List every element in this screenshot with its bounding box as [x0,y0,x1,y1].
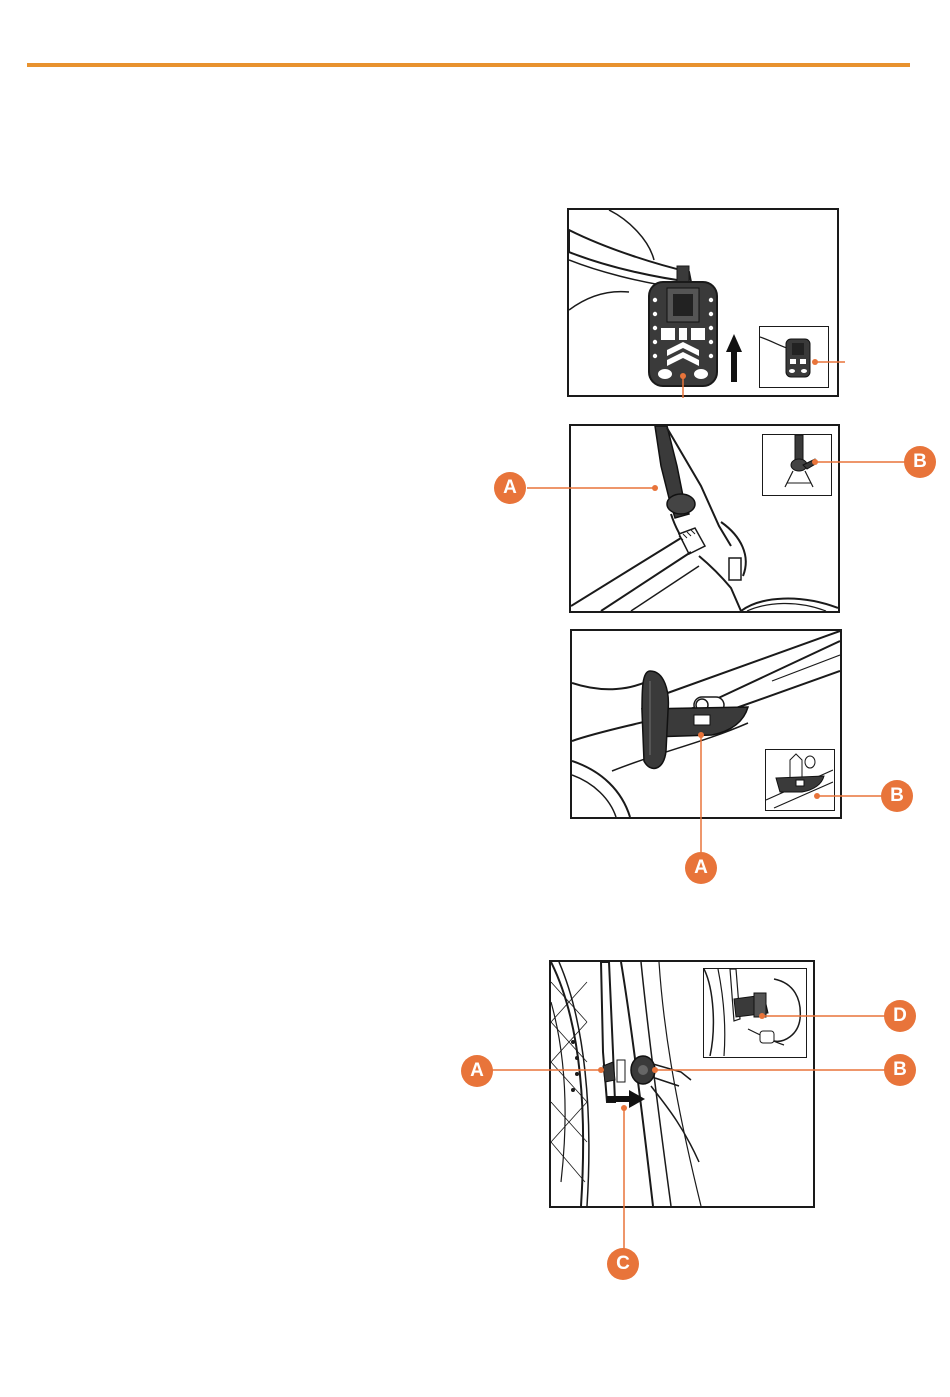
callout-badge-fig4-d: D [884,1000,916,1032]
figure-frame-hinge [570,629,842,819]
figure-folding-stem [569,424,840,613]
callout-badge-fig3-b: B [881,780,913,812]
latch-detail-inset [703,968,807,1058]
pedal-detail-inset [759,326,829,388]
header-rule [27,63,910,67]
stem-detail-inset [762,434,832,496]
figure-pedal [567,208,839,397]
callout-badge-fig3-a: A [685,852,717,884]
hinge-detail-inset [765,749,835,811]
callout-badge-fig2-a: A [494,472,526,504]
callout-badge-fig4-b: B [884,1054,916,1086]
figure-wheel-latch [549,960,815,1208]
callout-badge-fig2-b: B [904,446,936,478]
callout-badge-fig4-a: A [461,1055,493,1087]
callout-badge-fig4-c: C [607,1248,639,1280]
